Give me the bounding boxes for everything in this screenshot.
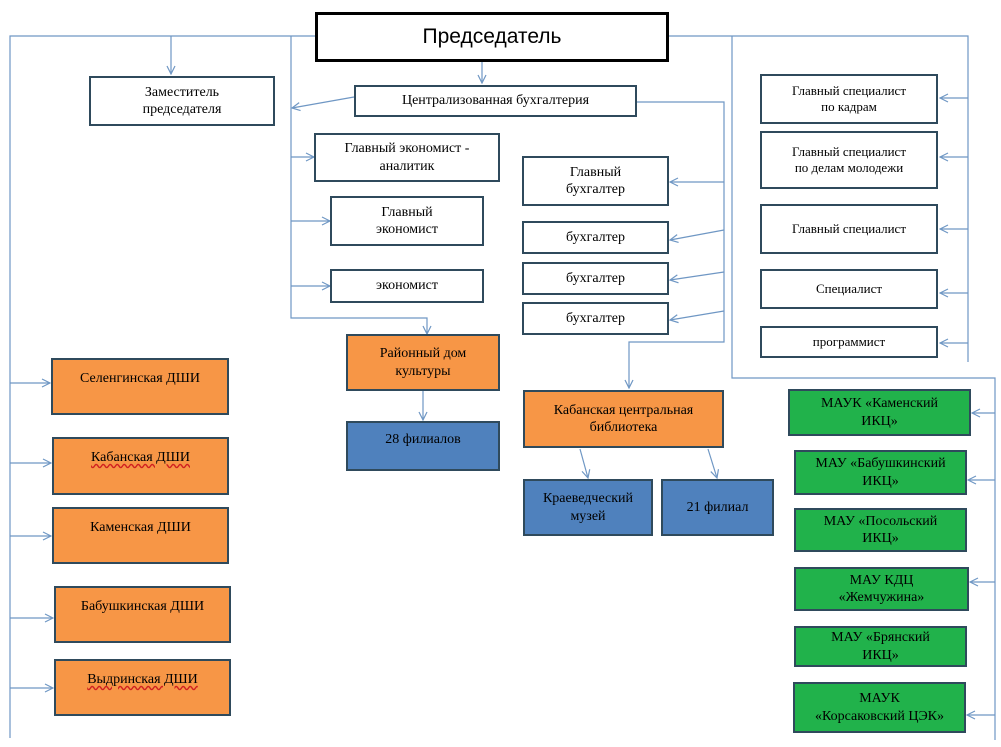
- mauk-kamensk-box: МАУК «Каменский ИКЦ»: [788, 389, 971, 436]
- chief-accountant-box: Главный бухгалтер: [522, 156, 669, 206]
- local-museum-label: Краеведческий музей: [542, 491, 634, 524]
- district-culture-house-box: Районный дом культуры: [346, 334, 500, 391]
- accountant-box-3: бухгалтер: [522, 302, 669, 335]
- babushkin-school-box: Бабушкинская ДШИ: [54, 586, 231, 643]
- selenga-school-box: Селенгинская ДШИ: [51, 358, 229, 415]
- line-top-right-bus: [668, 35, 969, 362]
- hr-specialist-box: Главный специалист по кадрам: [760, 74, 938, 124]
- chairman-box: Председатель: [315, 12, 669, 62]
- mau-bryansk-label: МАУ «Брянский ИКЦ»: [831, 630, 930, 663]
- mau-posolsk-box: МАУ «Посольский ИКЦ»: [794, 508, 967, 552]
- line-to-accountant-2: [670, 271, 725, 280]
- mauk-kamensk-label: МАУК «Каменский ИКЦ»: [820, 396, 938, 429]
- central-accounting-label: Централизованная бухгалтерия: [401, 93, 590, 109]
- specialist-box: Специалист: [760, 269, 938, 309]
- accountant-box-1: бухгалтер: [522, 221, 669, 254]
- line-to-deputy-from-accounting: [292, 96, 355, 108]
- accountant-label-2: бухгалтер: [566, 270, 625, 286]
- line-to-21-branch: [707, 448, 717, 478]
- accountant-box-2: бухгалтер: [522, 262, 669, 295]
- line-to-accountant-3: [670, 310, 725, 320]
- chief-accountant-label: Главный бухгалтер: [566, 164, 625, 198]
- district-culture-house-label: Районный дом культуры: [379, 346, 467, 379]
- kamensk-school-label: Каменская ДШИ: [90, 520, 191, 535]
- mau-bryansk-box: МАУ «Брянский ИКЦ»: [794, 626, 967, 667]
- central-library-box: Кабанская центральная библиотека: [523, 390, 724, 448]
- chief-economist-analyst-label: Главный экономист - аналитик: [344, 141, 470, 174]
- chief-economist-box: Главный экономист: [330, 196, 484, 246]
- branches-28-label: 28 филиалов: [385, 432, 461, 447]
- line-right-lower-bus: [731, 36, 996, 740]
- programmer-label: программист: [812, 333, 886, 349]
- vydrino-school-box: Выдринская ДШИ: [54, 659, 231, 716]
- vydrino-school-label: Выдринская ДШИ: [87, 672, 198, 687]
- line-to-accountant-1: [670, 229, 725, 240]
- economist-label: экономист: [375, 278, 438, 294]
- mau-zhemchuzhina-box: МАУ КДЦ «Жемчужина»: [794, 567, 969, 611]
- branches-28-box: 28 филиалов: [346, 421, 500, 471]
- chief-economist-label: Главный экономист: [375, 204, 438, 238]
- branch-21-label: 21 филиал: [686, 499, 749, 515]
- mau-posolsk-label: МАУ «Посольский ИКЦ»: [823, 513, 938, 547]
- economist-box: экономист: [330, 269, 484, 303]
- youth-specialist-label: Главный специалист по делам молодежи: [791, 143, 907, 175]
- hr-specialist-label: Главный специалист по кадрам: [791, 82, 907, 114]
- chief-specialist-label: Главный специалист: [791, 220, 907, 236]
- specialist-label: Специалист: [815, 280, 883, 296]
- mau-zhemchuzhina-label: МАУ КДЦ «Жемчужина»: [838, 572, 925, 606]
- line-to-museum: [579, 448, 588, 478]
- deputy-box: Заместитель председателя: [89, 76, 275, 126]
- kamensk-school-box: Каменская ДШИ: [52, 507, 229, 564]
- chief-specialist-box: Главный специалист: [760, 204, 938, 254]
- branch-21-box: 21 филиал: [661, 479, 774, 536]
- central-library-label: Кабанская центральная библиотека: [553, 402, 694, 436]
- youth-specialist-box: Главный специалист по делам молодежи: [760, 131, 938, 189]
- mauk-korsakovsky-label: МАУК «Корсаковский ЦЭК»: [814, 691, 945, 724]
- local-museum-box: Краеведческий музей: [523, 479, 653, 536]
- selenga-school-label: Селенгинская ДШИ: [80, 371, 200, 386]
- mau-babushkin-box: МАУ «Бабушкинский ИКЦ»: [794, 450, 967, 495]
- deputy-label: Заместитель председателя: [142, 84, 222, 118]
- chairman-label: Председатель: [422, 24, 562, 48]
- mau-babushkin-label: МАУ «Бабушкинский ИКЦ»: [815, 456, 946, 489]
- kabansk-school-box: Кабанская ДШИ: [52, 437, 229, 495]
- line-top-left-bus: [9, 35, 315, 738]
- programmer-box: программист: [760, 326, 938, 358]
- babushkin-school-label: Бабушкинская ДШИ: [80, 599, 205, 614]
- line-economists-vertical: [290, 36, 427, 334]
- kabansk-school-label: Кабанская ДШИ: [91, 450, 190, 465]
- accountant-label-1: бухгалтер: [566, 229, 625, 245]
- mauk-korsakovsky-box: МАУК «Корсаковский ЦЭК»: [793, 682, 966, 733]
- line-accounting-vertical: [629, 101, 725, 388]
- accountant-label-3: бухгалтер: [566, 310, 625, 326]
- central-accounting-box: Централизованная бухгалтерия: [354, 85, 637, 117]
- chief-economist-analyst-box: Главный экономист - аналитик: [314, 133, 500, 182]
